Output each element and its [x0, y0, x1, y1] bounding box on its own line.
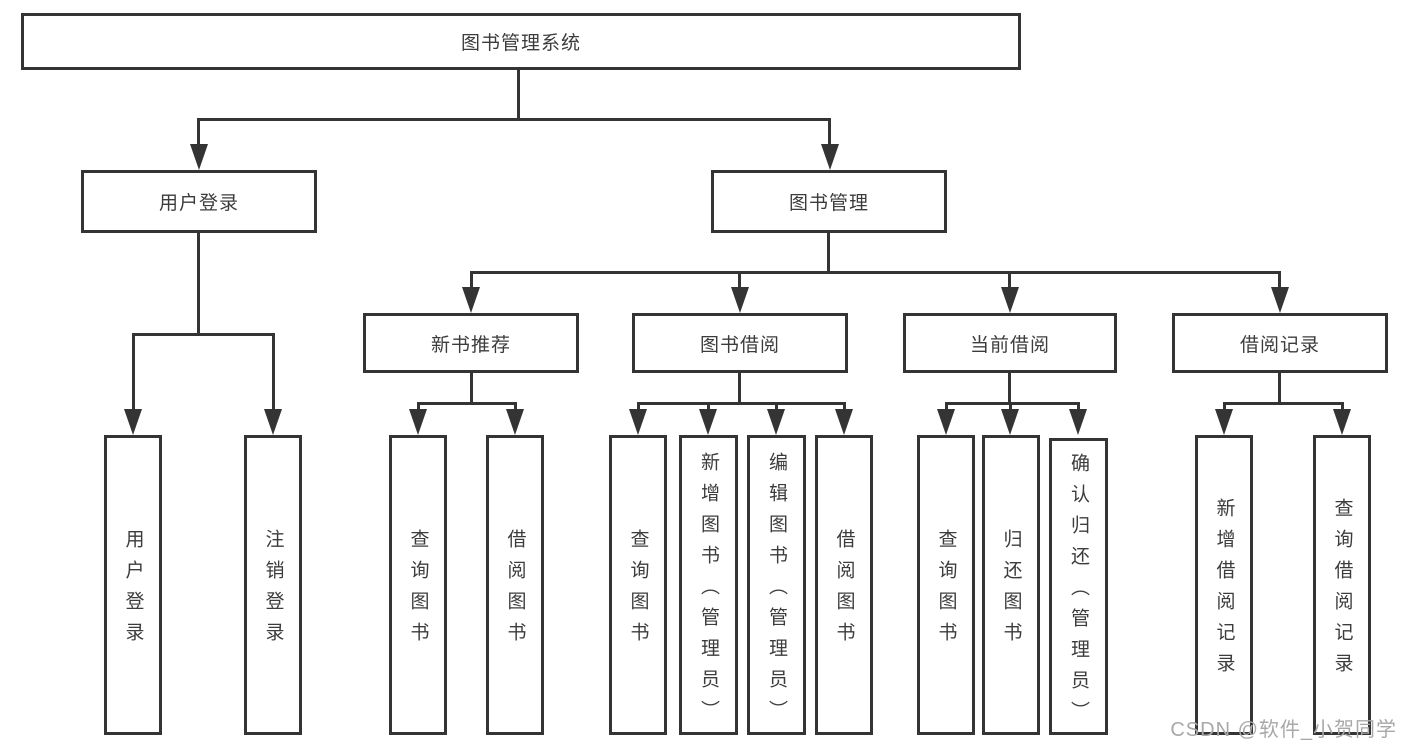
arrow-down-icon: [629, 409, 647, 435]
arrow-down-icon: [1271, 287, 1289, 313]
arrow-down-icon: [1069, 409, 1087, 435]
leaf-add-books-admin: 新增图书（管理员）: [679, 435, 738, 735]
connector-line: [470, 273, 473, 289]
arrow-down-icon: [731, 287, 749, 313]
leaf-user-login-label: 用户登录: [122, 529, 144, 653]
leaf-query-books-recommend-label: 查询图书: [407, 529, 429, 653]
leaf-borrow-books-label: 借阅图书: [833, 529, 855, 653]
connector-line: [417, 402, 517, 405]
arrow-down-icon: [409, 409, 427, 435]
connector-line: [197, 118, 831, 121]
arrow-down-icon: [190, 144, 208, 170]
connector-line: [945, 402, 1080, 405]
node-new-book-recommend: 新书推荐: [363, 313, 579, 373]
arrow-down-icon: [821, 144, 839, 170]
connector-line: [738, 371, 741, 404]
node-book-borrow: 图书借阅: [632, 313, 848, 373]
leaf-edit-books-admin: 编辑图书（管理员）: [747, 435, 806, 735]
node-user-login: 用户登录: [81, 170, 317, 233]
arrow-down-icon: [1333, 409, 1351, 435]
connector-line: [132, 333, 275, 336]
connector-line: [470, 271, 1281, 274]
connector-line: [272, 335, 275, 411]
leaf-query-books-current: 查询图书: [917, 435, 975, 735]
node-new-book-recommend-label: 新书推荐: [430, 334, 511, 356]
node-user-login-label: 用户登录: [158, 193, 239, 214]
connector-line: [470, 371, 473, 404]
leaf-logout: 注销登录: [244, 435, 302, 735]
leaf-query-borrow-record-label: 查询借阅记录: [1331, 498, 1353, 684]
leaf-query-books-recommend: 查询图书: [389, 435, 447, 735]
connector-line: [1278, 273, 1281, 289]
leaf-query-borrow-record: 查询借阅记录: [1313, 435, 1371, 735]
leaf-user-login: 用户登录: [104, 435, 162, 735]
arrow-down-icon: [124, 409, 142, 435]
connector-line: [637, 402, 846, 405]
connector-line: [132, 335, 135, 411]
leaf-add-books-admin-label: 新增图书（管理员）: [698, 451, 719, 731]
leaf-query-books-current-label: 查询图书: [935, 529, 957, 653]
node-library-system: 图书管理系统: [21, 13, 1021, 70]
arrow-down-icon: [835, 409, 853, 435]
connector-line: [197, 120, 200, 146]
connector-line: [828, 120, 831, 146]
connector-line: [1008, 273, 1011, 289]
leaf-logout-label: 注销登录: [262, 529, 284, 653]
arrow-down-icon: [1215, 409, 1233, 435]
arrow-down-icon: [767, 409, 785, 435]
leaf-borrow-books: 借阅图书: [815, 435, 873, 735]
node-current-borrow: 当前借阅: [903, 313, 1117, 373]
node-book-management: 图书管理: [711, 170, 947, 233]
csdn-watermark: CSDN @软件_小贺同学: [1170, 719, 1397, 741]
leaf-query-books-borrow: 查询图书: [609, 435, 667, 735]
connector-line: [827, 232, 830, 274]
arrow-down-icon: [264, 409, 282, 435]
arrow-down-icon: [506, 409, 524, 435]
leaf-query-books-borrow-label: 查询图书: [627, 529, 649, 653]
connector-line: [197, 232, 200, 335]
connector-line: [1278, 371, 1281, 404]
arrow-down-icon: [937, 409, 955, 435]
leaf-borrow-books-recommend-label: 借阅图书: [504, 529, 526, 653]
leaf-borrow-books-recommend: 借阅图书: [486, 435, 544, 735]
arrow-down-icon: [1001, 409, 1019, 435]
connector-line: [1008, 371, 1011, 404]
node-book-management-label: 图书管理: [788, 193, 869, 214]
connector-line: [517, 69, 520, 120]
leaf-add-borrow-record: 新增借阅记录: [1195, 435, 1253, 735]
leaf-return-books-label: 归还图书: [1000, 529, 1022, 653]
node-library-system-label: 图书管理系统: [460, 33, 581, 54]
leaf-return-books: 归还图书: [982, 435, 1040, 735]
arrow-down-icon: [1001, 287, 1019, 313]
leaf-edit-books-admin-label: 编辑图书（管理员）: [766, 451, 787, 731]
arrow-down-icon: [462, 287, 480, 313]
arrow-down-icon: [699, 409, 717, 435]
node-current-borrow-label: 当前借阅: [969, 334, 1050, 356]
connector-line: [738, 273, 741, 289]
leaf-confirm-return-admin: 确认归还（管理员）: [1049, 438, 1108, 735]
node-borrow-records-label: 借阅记录: [1239, 334, 1320, 356]
node-book-borrow-label: 图书借阅: [699, 334, 780, 356]
leaf-confirm-return-admin-label: 确认归还（管理员）: [1068, 453, 1089, 732]
node-borrow-records: 借阅记录: [1172, 313, 1388, 373]
connector-line: [1223, 402, 1344, 405]
leaf-add-borrow-record-label: 新增借阅记录: [1213, 498, 1235, 684]
